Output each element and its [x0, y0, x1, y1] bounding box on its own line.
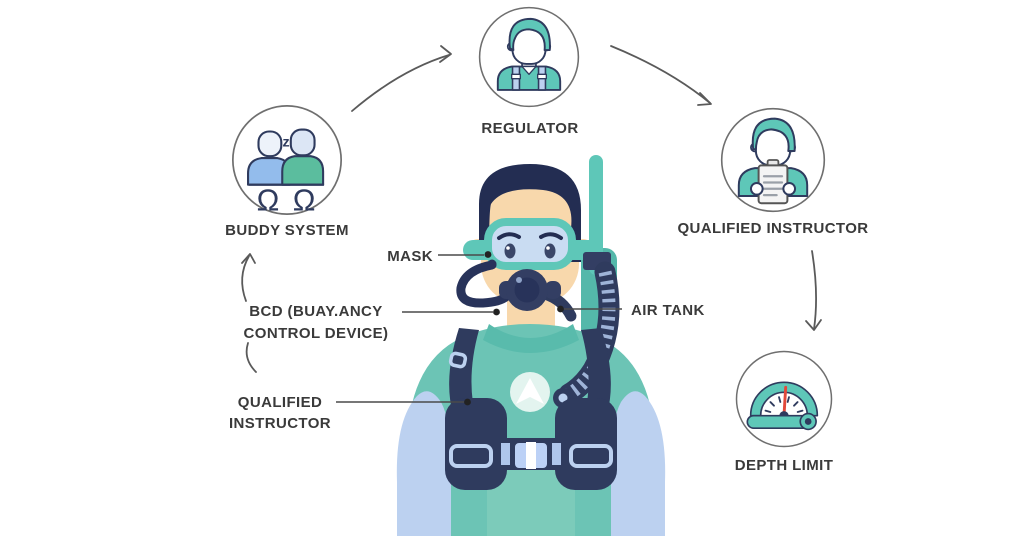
air-tank-label: AIR TANK — [631, 302, 705, 319]
regulator-label: REGULATOR — [481, 120, 579, 137]
right-sleeve — [610, 391, 666, 536]
diver-person-icon — [478, 6, 580, 108]
left-sleeve — [396, 391, 452, 536]
right-pouch-slot — [569, 444, 613, 468]
qualified-instructor-side-label: QUALIFIED INSTRUCTOR — [228, 394, 332, 432]
buddy-pair-icon: z Ω Ω — [231, 104, 343, 217]
arrow-instructor-to-depth-limit — [805, 250, 822, 331]
svg-text:Ω: Ω — [293, 183, 316, 217]
eyes — [504, 243, 556, 259]
depth-gauge-icon — [735, 350, 833, 448]
strap-d-ring — [448, 351, 468, 369]
dive-mask — [484, 218, 576, 270]
svg-text:z: z — [282, 135, 289, 151]
instructor-clipboard-icon — [720, 107, 826, 213]
eyebrows — [497, 232, 563, 240]
collar-bib — [483, 324, 579, 353]
regulator-hose-loop — [456, 260, 514, 308]
belt-buckle — [513, 441, 549, 470]
bcd-label: BCD (BUAY.ANCY CONTROL DEVICE) — [243, 303, 389, 342]
arrow-buddy-to-regulator — [351, 45, 452, 112]
svg-text:Ω: Ω — [257, 183, 280, 217]
wetsuit-logo — [510, 372, 550, 412]
left-pouch-slot — [449, 444, 493, 468]
arrow-regulator-to-instructor — [610, 45, 712, 106]
qualified-instructor-label: QUALIFIED INSTRUCTOR — [677, 220, 869, 237]
diver-illustration — [396, 155, 666, 536]
mask-label: MASK — [387, 248, 433, 265]
gauge-needle — [782, 385, 788, 418]
buddy-system-label: BUDDY SYSTEM — [225, 222, 349, 239]
depth-limit-label: DEPTH LIMIT — [734, 457, 834, 474]
regulator-mouthpiece — [499, 269, 561, 311]
hair — [479, 164, 581, 262]
corrugated-hose-ribs — [565, 270, 616, 400]
